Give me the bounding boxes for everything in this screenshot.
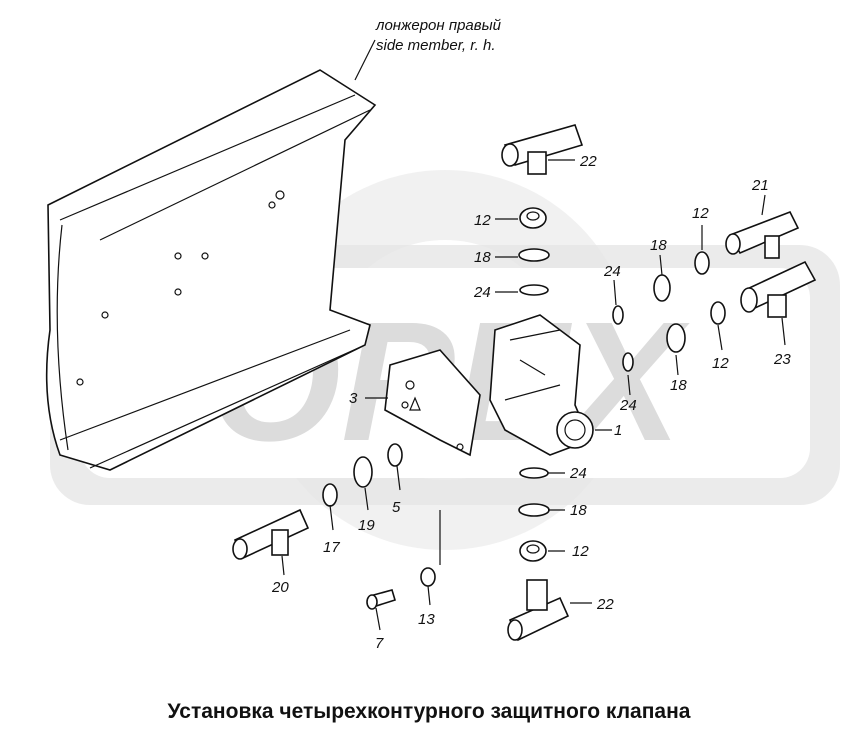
callout-18-mid: 18	[670, 377, 687, 394]
small-parts	[322, 207, 726, 610]
side-member	[45, 39, 377, 471]
callout-12-right: 12	[692, 205, 709, 222]
callout-24-top: 24	[473, 284, 491, 301]
bracket	[384, 349, 481, 457]
callout-22-bottom: 22	[596, 596, 614, 613]
figure-title: Установка четырехконтурного защитного кл…	[167, 700, 691, 723]
callout-3: 3	[349, 390, 358, 407]
callout-24-mid: 24	[619, 397, 637, 414]
callout-12-top: 12	[474, 212, 491, 229]
callout-20: 20	[271, 579, 289, 596]
callout-18-top: 18	[474, 249, 491, 266]
callout-1: 1	[614, 422, 622, 439]
leader-lines	[281, 159, 786, 631]
tee-fitting-bottom	[507, 579, 570, 642]
callout-23: 23	[773, 351, 791, 368]
tee-fitting-top	[501, 124, 584, 175]
elbow-fitting-21	[725, 210, 800, 259]
callout-22-top: 22	[579, 153, 597, 170]
elbow-fitting-20	[232, 508, 310, 560]
callout-21: 21	[751, 177, 769, 194]
callout-18-bottom: 18	[570, 502, 587, 519]
callout-13: 13	[418, 611, 435, 628]
callout-12-mid: 12	[712, 355, 729, 372]
callout-24-bottom: 24	[569, 465, 587, 482]
side-member-label-en: side member, r. h.	[376, 37, 496, 54]
callout-7: 7	[375, 635, 384, 652]
callout-18-right: 18	[650, 237, 667, 254]
callout-24-right: 24	[603, 263, 621, 280]
side-member-label-ru: лонжерон правый	[375, 17, 502, 34]
callout-12-bottom: 12	[572, 543, 589, 560]
callout-17: 17	[323, 539, 340, 556]
callout-19: 19	[358, 517, 375, 534]
tee-fitting-23	[740, 260, 817, 318]
callout-5: 5	[392, 499, 401, 516]
protection-valve	[489, 314, 594, 456]
